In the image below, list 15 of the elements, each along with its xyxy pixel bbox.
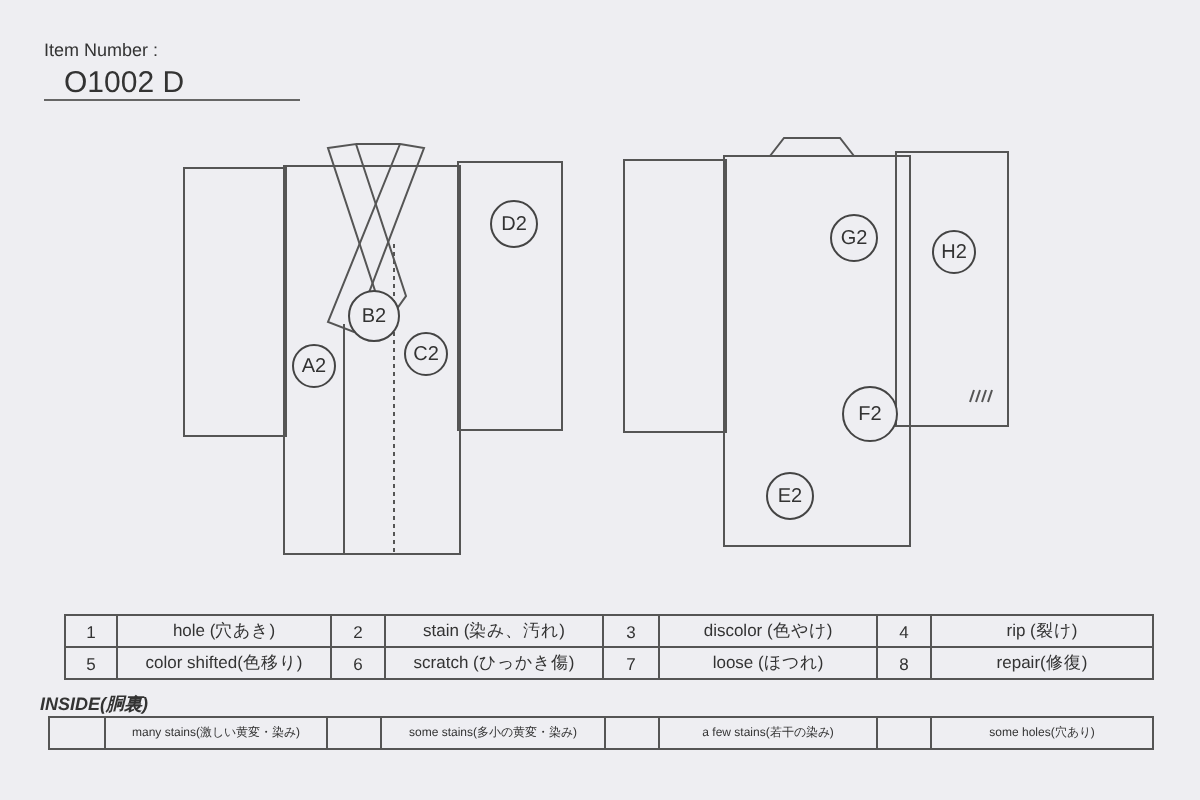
defect-term: repair(修復)	[930, 646, 1154, 680]
circled-callout: H2	[932, 230, 976, 274]
circled-callout: D2	[490, 200, 538, 248]
section-heading: INSIDE(胴裏)	[40, 692, 148, 718]
circled-callout: F2	[842, 386, 898, 442]
item-number: O1002 D	[64, 66, 185, 100]
circled-callout: G2	[830, 214, 878, 262]
circled-callout: A2	[292, 344, 336, 388]
defect-number: 1	[64, 614, 118, 648]
circled-callout: E2	[766, 472, 814, 520]
circled-callout: C2	[404, 332, 448, 376]
defect-number: 5	[64, 646, 118, 680]
circled-callout: B2	[348, 290, 400, 342]
field-label: Item Number :	[44, 40, 159, 60]
defect-term: rip (裂け)	[930, 614, 1154, 648]
